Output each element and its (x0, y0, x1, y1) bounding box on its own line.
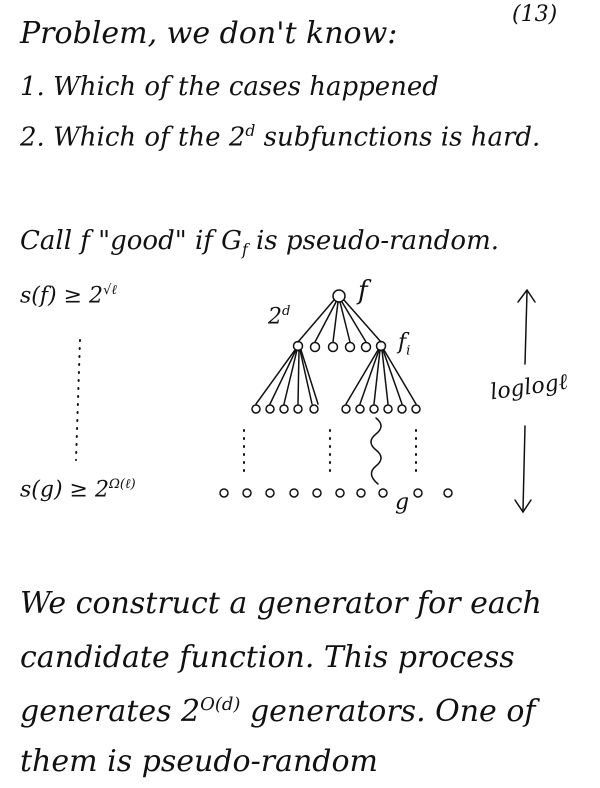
leaf-label: g (395, 490, 410, 515)
paragraph-line-3: generates 2O(d) generators. One of (20, 694, 536, 729)
paragraph-line-2: candidate function. This process (20, 640, 515, 675)
level-2-edges (255, 349, 417, 405)
paragraph-line-4: them is pseudo-random (20, 744, 378, 779)
root-label: f (358, 276, 368, 306)
heading: Problem, we don't know: (20, 16, 398, 51)
item-2: 2. Which of the 2d subfunctions is hard. (20, 122, 541, 153)
level-2-nodes (251, 404, 421, 414)
level-1-nodes (292, 340, 387, 353)
bottom-size-label: s(g) ≥ 2Ω(ℓ) (20, 477, 136, 503)
page-number: (13) (512, 2, 558, 27)
top-size-label: s(f) ≥ 2√ℓ (20, 283, 117, 309)
branch-count-label: 2d (268, 304, 291, 330)
level-1-edges (297, 299, 382, 343)
leaf-nodes (219, 488, 453, 498)
root-node (332, 289, 346, 303)
definition: Call f "good" if Gf is pseudo-random. (20, 226, 499, 260)
depth-arrow (514, 288, 536, 514)
continuation-dots (75, 339, 417, 473)
path-to-leaf-squiggle (370, 417, 382, 485)
child-label: fi (398, 330, 411, 359)
paragraph-line-1: We construct a generator for each (20, 586, 542, 621)
item-1: 1. Which of the cases happened (20, 72, 439, 102)
